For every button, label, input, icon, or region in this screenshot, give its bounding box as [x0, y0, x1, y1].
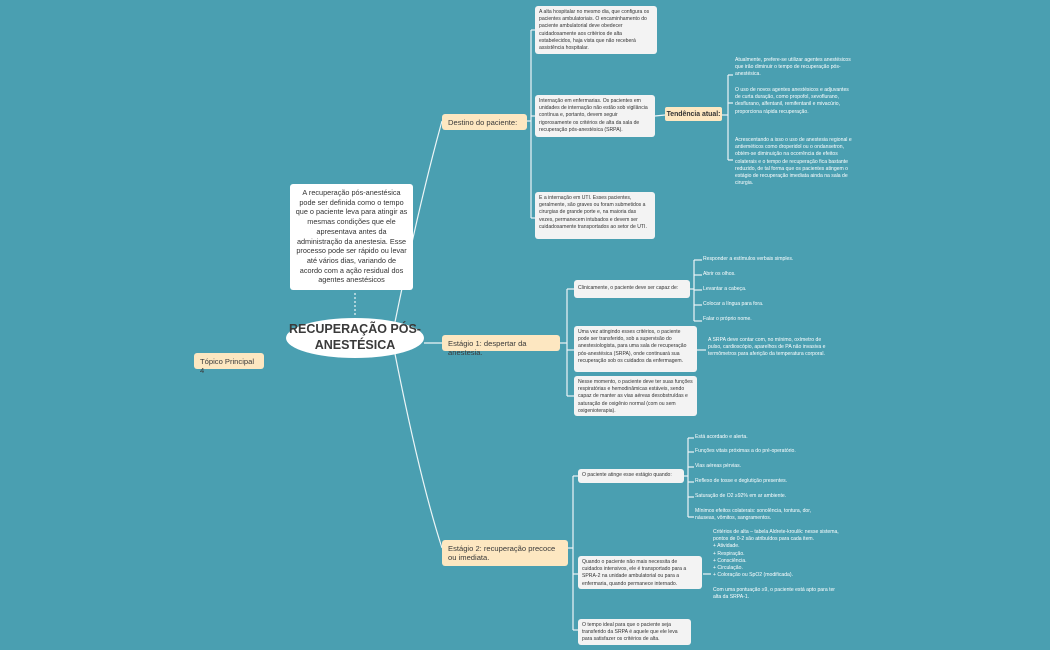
leaf-e2-1: Funções vitais próximas a do pré-operató…	[695, 448, 796, 454]
topic-estagio-1[interactable]: Estágio 1: despertar da anestesia.	[442, 335, 560, 357]
leaf-e2-0: Está acordado e alerta.	[695, 434, 748, 440]
card-funcoes-estaveis[interactable]: Nesse momento, o paciente deve ter suas …	[574, 376, 697, 416]
leaf-e2-3: Reflexo de tosse e deglutição presentes.	[695, 478, 788, 484]
card-enfermarias[interactable]: Internação em enfermarias. Os pacientes …	[535, 95, 655, 137]
topic-principal-4[interactable]: Tópico Principal 4	[194, 353, 264, 375]
card-atinge-estagio[interactable]: O paciente atinge esse estágio quando:	[578, 469, 684, 483]
leaf-e2-5: Mínimos efeitos colaterais: sonolência, …	[695, 508, 812, 522]
leaf-e1-3: Colocar a língua para fora.	[703, 301, 764, 307]
leaf-tendencia-2: O uso de novos agentes anestésicos e adj…	[735, 87, 849, 115]
leaf-e2-2: Vias aéreas pérvias.	[695, 463, 742, 469]
leaf-e1-0: Responder a estímulos verbais simples.	[703, 256, 794, 262]
card-clinicamente[interactable]: Clinicamente, o paciente deve ser capaz …	[574, 280, 690, 298]
leaf-e1-4: Falar o próprio nome.	[703, 316, 752, 322]
leaf-e2-4: Saturação de O2 ≥92% em ar ambiente.	[695, 493, 787, 499]
root-node[interactable]: RECUPERAÇÃO PÓS- ANESTÉSICA	[286, 318, 424, 358]
leaf-tendencia-1: Atualmente, prefere-se utilizar agentes …	[735, 57, 851, 78]
leaf-e1-1: Abrir os olhos.	[703, 271, 736, 277]
card-alta-mesmo-dia[interactable]: A alta hospitalar no mesmo dia, que conf…	[535, 6, 657, 54]
leaf-srpa-equipamentos: A SRPA deve contar com, no mínimo, oxíme…	[708, 337, 826, 358]
card-transferencia-srpa[interactable]: Uma vez atingindo esses critérios, o pac…	[574, 326, 697, 372]
card-spra-2[interactable]: Quando o paciente não mais necessita de …	[578, 556, 702, 589]
card-tempo-ideal[interactable]: O tempo ideal para que o paciente seja t…	[578, 619, 691, 645]
topic-destino[interactable]: Destino do paciente:	[442, 114, 527, 130]
summary-card[interactable]: A recuperação pós-anestésica pode ser de…	[290, 184, 413, 290]
leaf-tendencia-3: Acrescentando a isso o uso de anestesia …	[735, 137, 852, 187]
topic-estagio-2[interactable]: Estágio 2: recuperação precoce ou imedia…	[442, 540, 568, 566]
leaf-criterios-alta: Critérios de alta – tabela Aldrete-kroul…	[713, 529, 839, 600]
card-uti[interactable]: E a internação em UTI. Esses pacientes, …	[535, 192, 655, 239]
tendencia-atual-label[interactable]: Tendência atual:	[665, 107, 722, 121]
leaf-e1-2: Levantar a cabeça.	[703, 286, 747, 292]
